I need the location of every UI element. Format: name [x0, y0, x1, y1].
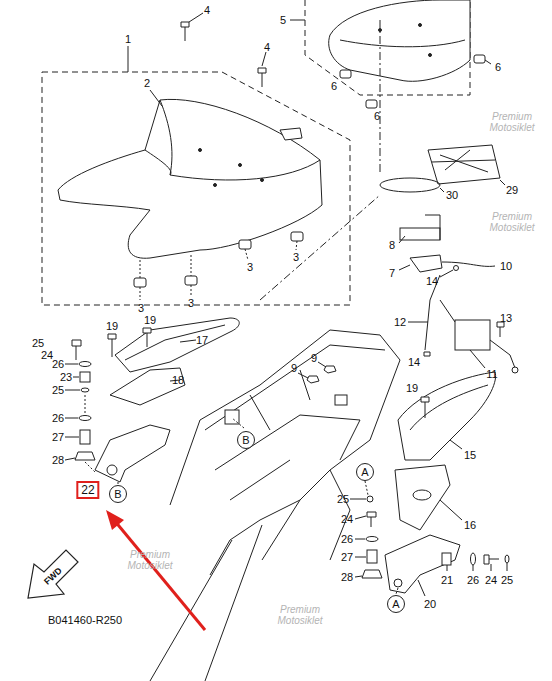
callout-number: 24 [341, 513, 353, 525]
callout-number: 27 [52, 431, 64, 443]
callout-number: 4 [264, 41, 270, 53]
callout-number: 4 [204, 4, 210, 16]
callout-number: 26 [341, 533, 353, 545]
reference-circle: A [356, 463, 374, 481]
callout-number: 28 [341, 571, 353, 583]
watermark: Premium Motosiklet [481, 111, 543, 133]
callout-number: 12 [394, 316, 406, 328]
callout-number: 8 [389, 239, 395, 251]
callout-number: 3 [293, 251, 299, 263]
callout-number: 6 [331, 80, 337, 92]
callout-number: 24 [485, 574, 497, 586]
callout-number: 9 [291, 362, 297, 374]
callout-number: 28 [52, 454, 64, 466]
callout-number: A [361, 466, 368, 478]
callout-number: 9 [311, 352, 317, 364]
callout-number: 23 [60, 371, 72, 383]
watermark: Premium Motosiklet [481, 211, 543, 233]
callout-number: 7 [389, 267, 395, 279]
drawing-code: B041460-R250 [48, 614, 122, 626]
callout-number: 6 [374, 110, 380, 122]
callout-number: 5 [280, 14, 286, 26]
callout-number: 11 [486, 368, 497, 380]
watermark: Premium Motosiklet [119, 549, 181, 571]
callout-number: 26 [52, 412, 64, 424]
callout-number: 16 [464, 519, 476, 531]
callout-number: A [392, 598, 399, 610]
callout-number: 19 [144, 314, 156, 326]
callout-number: 25 [32, 337, 44, 349]
callout-number: 1 [125, 33, 131, 45]
callout-number: 25 [501, 574, 513, 586]
reference-circle: B [109, 485, 127, 503]
callout-number: B [242, 434, 249, 446]
reference-circle: A [387, 595, 405, 613]
callout-number: 19 [106, 320, 118, 332]
callout-number: 13 [500, 312, 512, 324]
callout-number: 22 [81, 484, 94, 496]
callout-number: 19 [406, 382, 418, 394]
callout-number: 24 [41, 349, 53, 361]
reference-circle: B [237, 431, 255, 449]
callout-number: 3 [138, 302, 144, 314]
callout-number: 15 [464, 449, 476, 461]
callout-number: 27 [341, 551, 353, 563]
callout-number: 21 [441, 574, 453, 586]
callout-number: 2 [144, 77, 150, 89]
callout-number: 6 [495, 61, 501, 73]
callout-number: 10 [500, 260, 512, 272]
callout-number: 26 [52, 358, 64, 370]
callout-number: 3 [188, 297, 194, 309]
watermark: Premium Motosiklet [269, 604, 331, 626]
callout-number: 3 [247, 261, 253, 273]
callout-number: 18 [172, 374, 184, 386]
callout-number: 30 [446, 189, 458, 201]
callout-number: 20 [424, 598, 436, 610]
callout-number: 25 [337, 493, 349, 505]
callout-number: 14 [408, 356, 420, 368]
callout-number: 25 [52, 384, 64, 396]
callout-number: 26 [467, 574, 479, 586]
callout-number: 14 [426, 275, 438, 287]
highlighted-callout: 22 [76, 481, 99, 499]
callout-number: 17 [196, 334, 208, 346]
callout-number: 29 [506, 184, 518, 196]
callout-number: B [114, 488, 121, 500]
